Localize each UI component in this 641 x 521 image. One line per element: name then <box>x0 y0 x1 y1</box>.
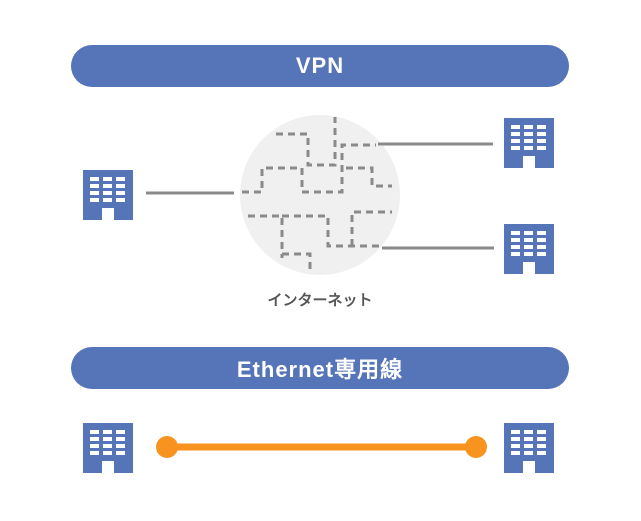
line-endpoint-right <box>465 436 487 458</box>
vpn-connections <box>146 142 494 250</box>
vpn-title: VPN <box>295 53 345 78</box>
ethernet-line <box>156 436 487 458</box>
internet-cloud <box>240 115 400 275</box>
ethernet-banner: Ethernet専用線 <box>71 347 569 389</box>
office-building-icon <box>83 423 133 473</box>
office-building-icon <box>83 170 133 220</box>
office-building-icon <box>504 224 554 274</box>
office-building-icon <box>504 423 554 473</box>
vpn-banner: VPN <box>71 45 569 87</box>
office-building-icon <box>504 118 554 168</box>
line-endpoint-left <box>156 436 178 458</box>
internet-routes <box>242 117 392 271</box>
internet-label: インターネット <box>267 292 373 309</box>
ethernet-title: Ethernet専用線 <box>236 357 404 382</box>
